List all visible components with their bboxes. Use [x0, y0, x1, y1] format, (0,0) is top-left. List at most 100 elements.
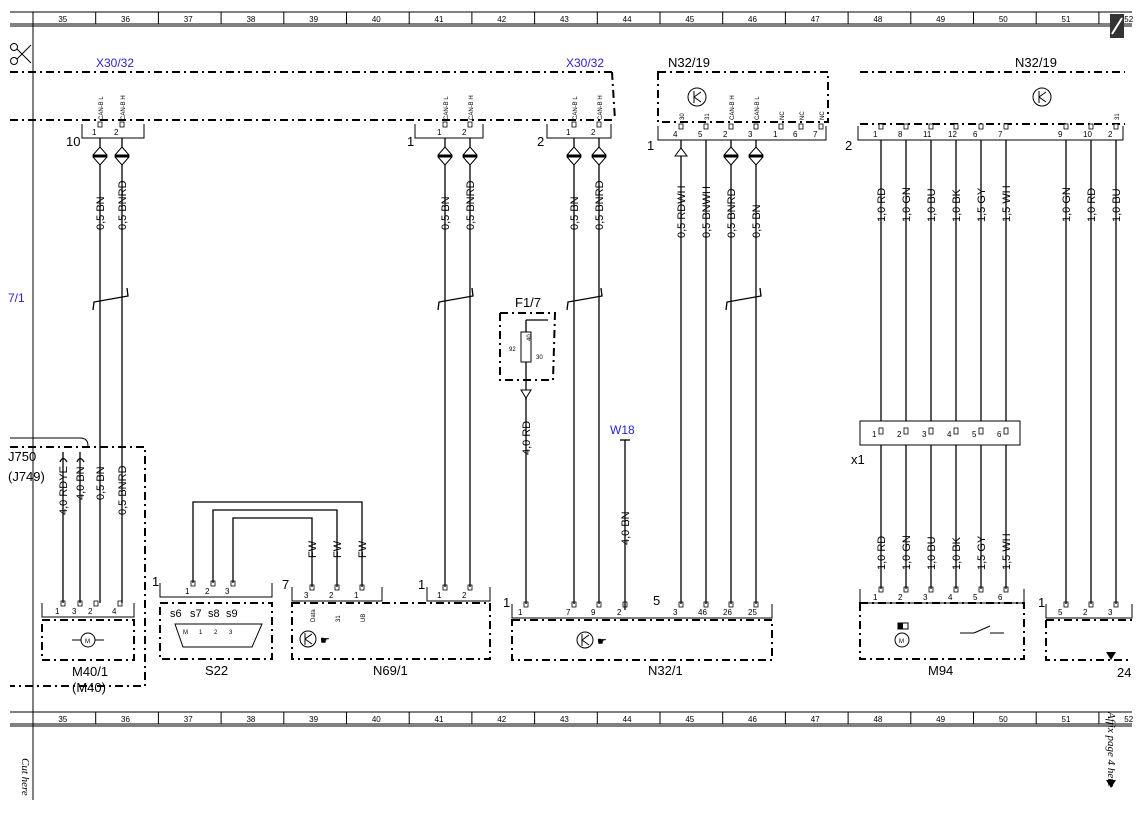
ruler-column-label: 51 — [1062, 715, 1071, 724]
component-n69-1[interactable]: ☛ N69/1 — [291, 602, 491, 678]
pin-number: 6 — [997, 430, 1002, 439]
ref-x30-left[interactable]: X30/32 — [96, 56, 134, 70]
component-m94[interactable]: M M94 — [859, 602, 1025, 678]
ruler-column-label: 43 — [560, 15, 569, 24]
pin-number: 1 — [92, 128, 97, 137]
pin-number: 2 — [205, 587, 210, 596]
pin-number: 9 — [1058, 130, 1063, 139]
pin-number: 4 — [947, 430, 952, 439]
component-edge[interactable]: 24 — [1045, 619, 1132, 680]
pin-number: 7 — [813, 130, 818, 139]
pin-number: 1 — [773, 130, 778, 139]
can-label: CAN-B H — [121, 95, 127, 120]
pin-number: 5 — [698, 130, 703, 139]
pin-number: 2 — [114, 128, 119, 137]
pin-number: 25 — [748, 608, 757, 617]
svg-text:92: 92 — [509, 347, 516, 353]
connector-number: 1 — [407, 134, 414, 149]
label-s22: S22 — [205, 663, 228, 678]
pin-number: 4 — [948, 593, 953, 602]
pin-number: 3 — [72, 607, 77, 616]
wire-label: 4,0 RD — [521, 421, 533, 455]
pin-number: 2 — [617, 608, 622, 617]
pin-label: s9 — [226, 608, 238, 620]
wire-label: 1,0 BU — [926, 188, 938, 222]
cut-here-label: Cut here — [19, 758, 31, 796]
can-label: CAN-B H — [469, 95, 475, 120]
ref-w18[interactable]: W18 — [610, 423, 635, 437]
wire-label: 1,0 GN — [901, 187, 913, 222]
pin-label: 1 — [199, 630, 203, 636]
connector-number: 2 — [537, 134, 544, 149]
pin-number: 2 — [897, 430, 902, 439]
wire-label: 1,0 RD — [876, 188, 888, 222]
ruler-column-label: 48 — [873, 15, 882, 24]
can-label: CAN-B L — [755, 96, 761, 120]
component-n32-1[interactable]: ☛ N32/1 — [511, 619, 773, 678]
wire-label: 0,5 BNRD — [117, 465, 129, 515]
wire-label: 1,5 WH — [1001, 533, 1013, 570]
wire-label: 1,5 GY — [976, 187, 988, 222]
pin-function-label: 31 — [336, 615, 342, 622]
pin-label: 2 — [214, 630, 218, 636]
page-corner-icon — [1110, 14, 1124, 38]
pin-number: 5 — [973, 593, 978, 602]
pin-number: 8 — [898, 130, 903, 139]
label-m40-1: M40/1 — [72, 664, 108, 679]
ruler-column-label: 45 — [685, 15, 694, 24]
pin-function-label: Data — [311, 609, 317, 622]
pin-number: 5 — [972, 430, 977, 439]
pin-number: 46 — [698, 608, 707, 617]
component-m40-1[interactable]: M M40/1 (M40) — [41, 619, 135, 695]
pin-number: 3 — [225, 587, 230, 596]
wire-label: FW — [307, 540, 319, 558]
wire-label: 0,5 BN — [569, 196, 581, 230]
ref-edge-7-1[interactable]: 7/1 — [8, 291, 25, 305]
label-m40: (M40) — [72, 680, 106, 695]
wire-label: 0,5 BNRD — [465, 180, 477, 230]
pin-number: 6 — [793, 130, 798, 139]
ruler-column-label: 50 — [999, 15, 1008, 24]
ruler-column-label: 36 — [121, 15, 130, 24]
pin-number: 2 — [898, 593, 903, 602]
ruler-column-label: 44 — [623, 15, 632, 24]
pin-number: 1 — [185, 587, 190, 596]
ruler-column-label: 42 — [497, 15, 506, 24]
connector-number: 1 — [1038, 595, 1045, 610]
pin-number: 7 — [998, 130, 1003, 139]
hand-icon: ☛ — [320, 635, 330, 647]
pin-function-label: 31 — [1115, 113, 1121, 120]
ruler-column-label: 47 — [811, 715, 820, 724]
label-m94: M94 — [928, 663, 953, 678]
ref-x30-right[interactable]: X30/32 — [566, 56, 604, 70]
connector-number: 1 — [418, 577, 425, 592]
pin-number: 2 — [591, 128, 596, 137]
wire-label: 0,5 BN — [440, 196, 452, 230]
svg-text:M: M — [85, 639, 90, 645]
connector-number: 1 — [152, 574, 159, 589]
ruler-column-label: 38 — [246, 715, 255, 724]
ruler-column-label: 46 — [748, 715, 757, 724]
pin-function-label: 30 — [680, 113, 686, 120]
pin-number: 3 — [922, 430, 927, 439]
ruler-column-label: 39 — [309, 715, 318, 724]
pin-number: 4 — [673, 130, 678, 139]
pin-number: 10 — [1083, 130, 1092, 139]
ruler-column-label: 40 — [372, 715, 381, 724]
ruler-column-label: 52 — [1124, 715, 1133, 724]
wire-label: 1,0 BK — [951, 188, 963, 222]
connector-number: 2 — [845, 138, 852, 153]
wire-label: 0,5 BNRD — [594, 180, 606, 230]
ruler-column-label: 43 — [560, 715, 569, 724]
pin-number: 6 — [973, 130, 978, 139]
wire-label: 4,0 BN — [75, 466, 87, 500]
ruler-column-label: 52 — [1124, 15, 1133, 24]
connector-number: 1 — [503, 595, 510, 610]
wire-label: 4,0 RDYE — [58, 466, 70, 515]
ruler-column-label: 51 — [1062, 15, 1071, 24]
pin-number: 2 — [329, 591, 334, 600]
wire-label: 1,0 GN — [901, 535, 913, 570]
ruler-column-label: 39 — [309, 15, 318, 24]
